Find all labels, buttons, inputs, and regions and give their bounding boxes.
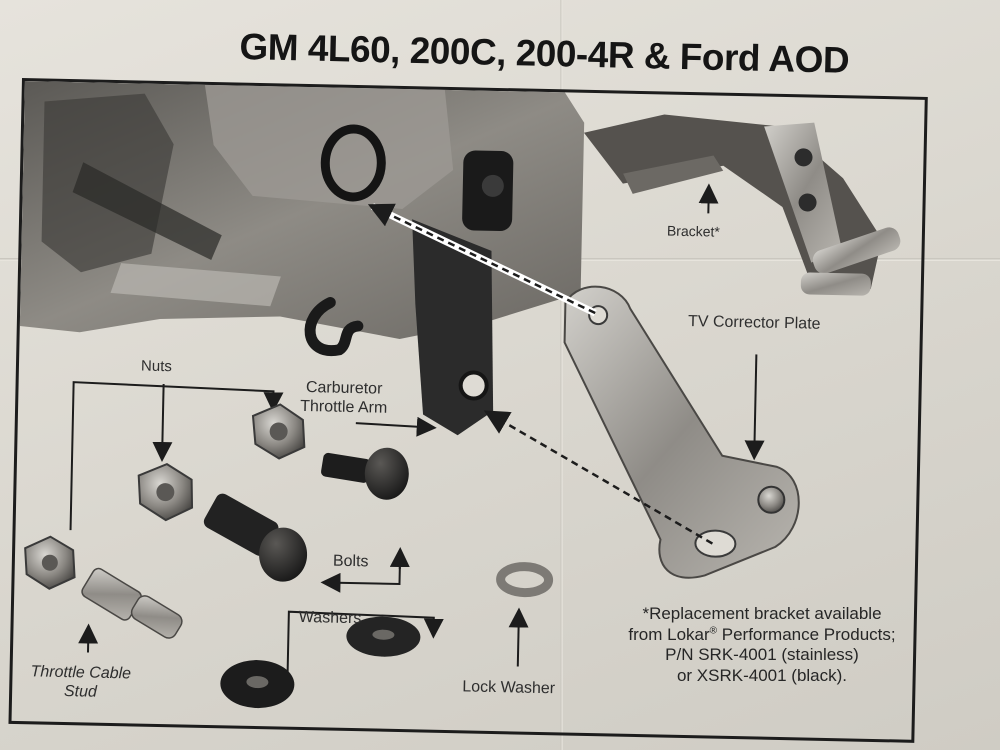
throttle-cable-stud xyxy=(81,567,183,639)
tv-corrector-plate-label: TV Corrector Plate xyxy=(687,313,821,333)
paper-fold-vertical xyxy=(560,0,563,750)
nut-1 xyxy=(251,403,306,460)
bolts-label: Bolts xyxy=(332,552,369,571)
replacement-bracket-note: *Replacement bracket available from Loka… xyxy=(602,604,922,687)
note-line-2-prefix: from Lokar xyxy=(628,624,710,644)
note-line-2: from Lokar® Performance Products; xyxy=(602,625,922,646)
washers-label: Washers xyxy=(298,608,362,628)
washer-large xyxy=(220,660,295,709)
parts-illustration xyxy=(19,81,901,709)
nut-3 xyxy=(24,535,76,590)
note-line-2-suffix: Performance Products; xyxy=(717,624,896,644)
throttle-cable-stud-label: Throttle Cable Stud xyxy=(30,663,131,703)
carburetor-throttle-arm-label: Carburetor Throttle Arm xyxy=(300,379,388,419)
bolt-2 xyxy=(203,493,308,582)
throttle-stud-label-line2: Stud xyxy=(63,682,98,701)
note-line-4: or XSRK-4001 (black). xyxy=(676,666,848,686)
diagram-frame: Bracket* TV Corrector Plate Nuts Carbure… xyxy=(8,78,928,743)
lock-washer-label: Lock Washer xyxy=(462,678,556,698)
note-line-3: P/N SRK-4001 (stainless) xyxy=(665,645,859,665)
nuts-label: Nuts xyxy=(140,357,173,376)
carburetor-photo xyxy=(19,81,585,436)
bolt-1 xyxy=(321,447,409,500)
carburetor-label-line2: Throttle Arm xyxy=(300,397,388,417)
carburetor-label-line1: Carburetor xyxy=(305,379,383,398)
note-line-1: *Replacement bracket available xyxy=(642,604,882,623)
registered-mark: ® xyxy=(709,625,718,637)
bracket-label: Bracket* xyxy=(666,222,721,240)
throttle-stud-label-line1: Throttle Cable xyxy=(30,663,132,683)
nut-2 xyxy=(137,463,194,522)
page-title: GM 4L60, 200C, 200-4R & Ford AOD xyxy=(239,26,850,81)
bracket-photo xyxy=(583,114,901,296)
lock-washer xyxy=(496,562,554,598)
washer-small xyxy=(346,616,421,657)
